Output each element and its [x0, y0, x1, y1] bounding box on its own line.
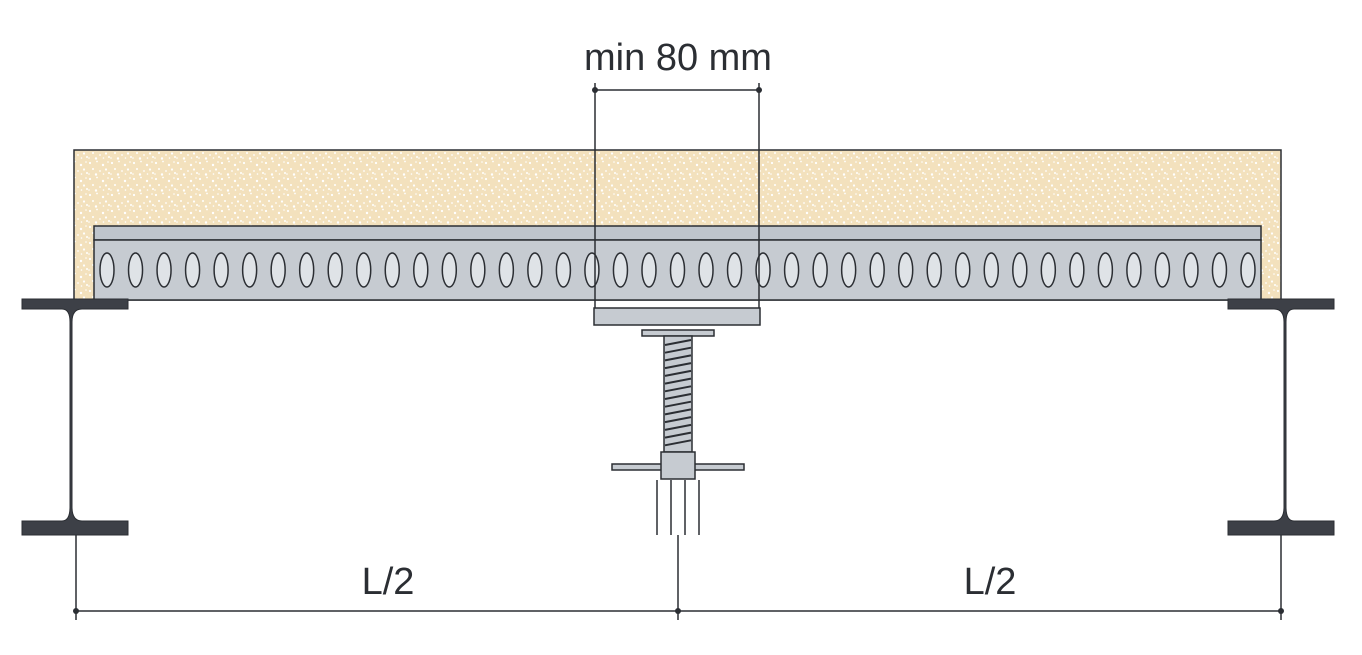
span-dot-left	[73, 608, 79, 614]
left-span-label: L/2	[362, 561, 415, 603]
deck-rib	[840, 252, 857, 288]
deck-rib	[726, 252, 743, 288]
deck-ribs	[99, 252, 1256, 288]
deck-rib	[241, 252, 258, 288]
support-width-label: min 80 mm	[584, 37, 772, 79]
deck-rib	[270, 252, 286, 288]
deck-rib	[1040, 252, 1057, 288]
deck-rib	[1211, 252, 1228, 288]
screw-thread	[664, 339, 692, 346]
deck-rib	[413, 252, 429, 288]
deck-rib	[1012, 252, 1028, 288]
deck-rib	[298, 252, 315, 288]
deck-rib	[213, 252, 229, 288]
right-beam-shape	[1227, 298, 1335, 536]
support-width-dimension: min 80 mm	[584, 37, 772, 308]
deck-rib	[755, 252, 771, 288]
screw-thread	[664, 362, 692, 370]
dimension-dot-right	[756, 87, 762, 93]
deck-rib	[641, 252, 657, 288]
screw-thread	[664, 393, 692, 400]
deck-rib	[527, 252, 543, 288]
deck-rib	[584, 252, 600, 288]
deck-rib	[1240, 252, 1256, 288]
screw-thread	[664, 400, 692, 408]
screw-thread	[664, 354, 692, 362]
deck-rib	[156, 252, 172, 288]
deck-rib	[498, 252, 515, 288]
span-dot-middle	[675, 608, 681, 614]
deck-top-flange	[93, 225, 1262, 241]
screw-thread	[664, 408, 692, 416]
screw-thread	[664, 431, 692, 439]
deck-rib	[1069, 252, 1085, 288]
prop-top-plate	[641, 329, 715, 337]
deck-rib	[612, 252, 629, 288]
right-span-label: L/2	[964, 561, 1017, 603]
deck-rib	[783, 252, 800, 288]
deck-rib	[555, 252, 572, 288]
deck-rib	[441, 252, 458, 288]
left-steel-beam	[21, 298, 129, 536]
deck-rib	[897, 252, 914, 288]
deck-rib	[355, 252, 372, 288]
deck-rib	[1126, 252, 1142, 288]
prop-nut	[660, 451, 696, 480]
deck-rib	[384, 252, 400, 288]
deck-rib	[127, 252, 144, 288]
screw-thread	[664, 369, 692, 377]
steel-deck	[93, 225, 1262, 301]
deck-rib	[470, 252, 486, 288]
deck-rib	[926, 252, 942, 288]
deck-rib	[812, 252, 828, 288]
temporary-prop	[593, 307, 761, 535]
deck-rib	[1154, 252, 1171, 288]
screw-thread	[664, 377, 692, 385]
left-beam-shape	[21, 298, 129, 536]
deck-rib	[698, 252, 714, 288]
prop-screw-threads	[664, 339, 692, 447]
deck-rib	[983, 252, 1000, 288]
deck-rib	[327, 252, 343, 288]
screw-thread	[664, 346, 692, 354]
deck-rib	[955, 252, 971, 288]
deck-rib	[184, 252, 201, 288]
deck-rib	[1097, 252, 1114, 288]
prop-head-plate	[593, 307, 761, 326]
deck-rib	[869, 252, 885, 288]
screw-thread	[664, 385, 692, 393]
dimension-dot-left	[592, 87, 598, 93]
span-dimension: L/2 L/2	[73, 535, 1284, 620]
deck-rib	[1183, 252, 1199, 288]
deck-rib	[669, 252, 686, 288]
screw-thread	[664, 416, 692, 424]
screw-thread	[664, 423, 692, 431]
screw-thread	[664, 439, 692, 447]
span-dot-right	[1278, 608, 1284, 614]
deck-rib	[99, 252, 115, 288]
right-steel-beam	[1227, 298, 1335, 536]
